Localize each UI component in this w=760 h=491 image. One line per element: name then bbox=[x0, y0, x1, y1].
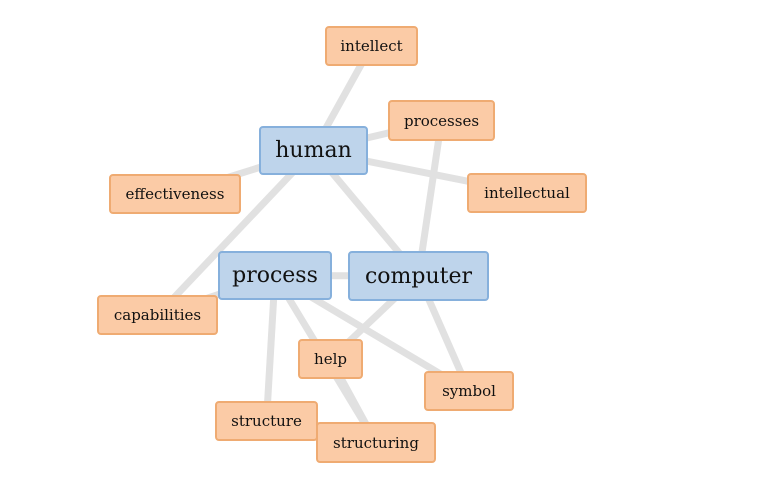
node-human: human bbox=[259, 126, 368, 175]
node-capabilities: capabilities bbox=[97, 295, 218, 335]
node-intellect: intellect bbox=[325, 26, 418, 66]
node-symbol: symbol bbox=[424, 371, 514, 411]
node-help: help bbox=[298, 339, 363, 379]
node-structuring: structuring bbox=[316, 422, 436, 463]
edge-processes-computer bbox=[415, 117, 445, 280]
node-computer: computer bbox=[348, 251, 489, 301]
node-structure: structure bbox=[215, 401, 318, 441]
node-intellectual: intellectual bbox=[467, 173, 587, 213]
node-effectiveness: effectiveness bbox=[109, 174, 241, 214]
edge-human-capabilities bbox=[154, 147, 317, 319]
node-process: process bbox=[218, 251, 332, 300]
node-processes: processes bbox=[388, 100, 495, 141]
